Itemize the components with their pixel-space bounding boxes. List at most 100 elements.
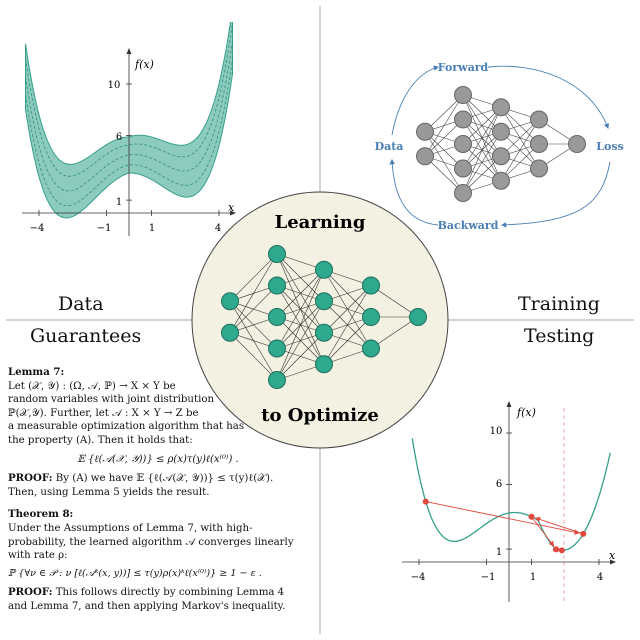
center-title-bottom: to Optimize <box>261 405 379 426</box>
y-tick-label: 10 <box>108 80 121 91</box>
network-node <box>568 135 586 153</box>
lemma-line: random variables with joint distribution <box>8 394 215 406</box>
quadrant-title-data: Data <box>58 293 104 315</box>
network-node <box>454 86 472 104</box>
lemma-proof: PROOF: By (A) we have 𝔼 {ℓ(𝒜(𝒳, 𝒴))} ≤ τ… <box>8 472 274 485</box>
network-node <box>416 122 434 141</box>
x-tick-label: 1 <box>530 572 536 583</box>
forward-label: Forward <box>438 61 489 74</box>
data-label: Data <box>375 140 404 153</box>
data-to-forward-arrow <box>391 65 440 136</box>
network-edge <box>276 332 325 381</box>
network-edge <box>229 332 278 381</box>
network-edge <box>229 253 278 302</box>
iterate-point <box>528 513 535 520</box>
y-axis-label: f(x) <box>134 58 154 71</box>
network-node <box>454 110 472 129</box>
objective-curve <box>411 438 611 552</box>
network-node <box>268 371 286 389</box>
network-node <box>530 135 548 153</box>
network-edge <box>462 131 502 194</box>
y-tick-label: 1 <box>116 197 122 208</box>
y-axis-arrow <box>126 48 132 54</box>
theorem-line: with rate ρ: <box>8 550 68 562</box>
network-node <box>268 339 286 358</box>
backward-arrow <box>389 158 439 226</box>
theorem-line: probability, the learned algorithm 𝒜 con… <box>8 536 294 548</box>
y-tick-label: 1 <box>496 547 502 558</box>
network-node <box>454 159 472 178</box>
y-tick-label: 6 <box>116 132 122 143</box>
lemma-line: ℙ(𝒳,𝒴). Further, let 𝒜 : X × Y → Z be <box>8 407 199 419</box>
iterates <box>422 498 587 554</box>
x-tick-label: 4 <box>215 223 221 234</box>
x-axis-label: x <box>228 201 235 214</box>
network-node <box>530 159 548 178</box>
network-edge <box>229 253 278 333</box>
network-node <box>362 308 380 326</box>
network-edge <box>323 285 372 365</box>
tick-marks <box>38 83 220 216</box>
network-edge <box>229 285 278 333</box>
y-axis-label: f(x) <box>516 406 536 419</box>
iterate-step-arrow <box>531 516 555 547</box>
tick-marks <box>418 432 600 565</box>
network-node <box>315 323 333 342</box>
lemma-equation: 𝔼 {ℓ(𝒜(𝒳, 𝒴))} ≤ ρ(x)τ(y)ℓ(x⁽⁰⁾) . <box>77 453 239 465</box>
sample-curve-dashed <box>25 59 233 207</box>
learning-to-optimize-circle: Learning to Optimize <box>191 191 449 449</box>
x-axis-label: x <box>609 549 616 562</box>
iterate-step-arrow <box>425 501 580 535</box>
lemma-line: a measurable optimization algorithm that… <box>8 421 245 433</box>
network-edge <box>370 285 419 318</box>
backward-label: Backward <box>438 219 499 232</box>
network-edge <box>462 107 502 194</box>
x-axis-arrow <box>610 559 616 565</box>
theorem-title: Theorem 8: <box>8 508 74 521</box>
iterate-point <box>580 530 587 537</box>
network-node <box>362 276 380 295</box>
uncertainty-band <box>25 22 233 219</box>
network-node <box>492 98 510 117</box>
forward-arrow <box>487 65 610 130</box>
network-node <box>315 260 333 279</box>
network-node <box>315 292 333 311</box>
network-edge <box>370 316 419 349</box>
network-node <box>221 323 239 342</box>
lemma-title: Lemma 7: <box>8 366 65 378</box>
x-tick-label: 4 <box>597 572 603 583</box>
lemma-line: Let (𝒳, 𝒴) : (Ω, 𝒜, ℙ) → X × Y be <box>8 380 176 392</box>
iterate-point <box>422 498 429 505</box>
loss-label: Loss <box>596 140 623 153</box>
network-edge <box>276 269 325 381</box>
center-title-top: Learning <box>275 212 366 233</box>
x-tick-label: −4 <box>30 223 45 234</box>
network-node <box>362 339 380 358</box>
theorem-line: Under the Assumptions of Lemma 7, with h… <box>8 522 253 534</box>
network-edge <box>276 301 325 381</box>
loss-to-backward-arrow <box>500 161 611 228</box>
y-tick-label: 10 <box>490 426 503 437</box>
optimization-trajectory-plot: f(x) x −4 −1 1 4 10 6 1 <box>402 401 616 602</box>
guarantees-text: Lemma 7: Let (𝒳, 𝒴) : (Ω, 𝒜, ℙ) → X × Y … <box>8 366 308 614</box>
iterate-step-arrow <box>534 516 584 535</box>
network-node <box>530 110 548 129</box>
network-edge <box>276 269 325 318</box>
iterate-point <box>553 546 560 553</box>
x-tick-label: −1 <box>481 572 496 583</box>
iterate-point <box>558 547 565 554</box>
y-tick-label: 6 <box>496 479 502 490</box>
x-tick-label: −4 <box>411 572 426 583</box>
lemma-line: the property (A). Then it holds that: <box>8 434 193 446</box>
y-axis-arrow <box>506 401 512 407</box>
lemma-proof-line: Then, using Lemma 5 yields the result. <box>8 486 210 498</box>
network-node <box>492 147 510 166</box>
x-tick-label: −1 <box>97 223 112 234</box>
training-cycle-diagram: Forward Backward Data Loss <box>375 61 624 232</box>
network-node <box>315 355 333 374</box>
network-edge <box>500 119 540 181</box>
theorem-proof-line: and Lemma 7, and then applying Markov's … <box>8 600 286 612</box>
network-node <box>492 122 510 141</box>
x-axis-arrow <box>230 210 236 216</box>
network-node <box>454 135 472 153</box>
